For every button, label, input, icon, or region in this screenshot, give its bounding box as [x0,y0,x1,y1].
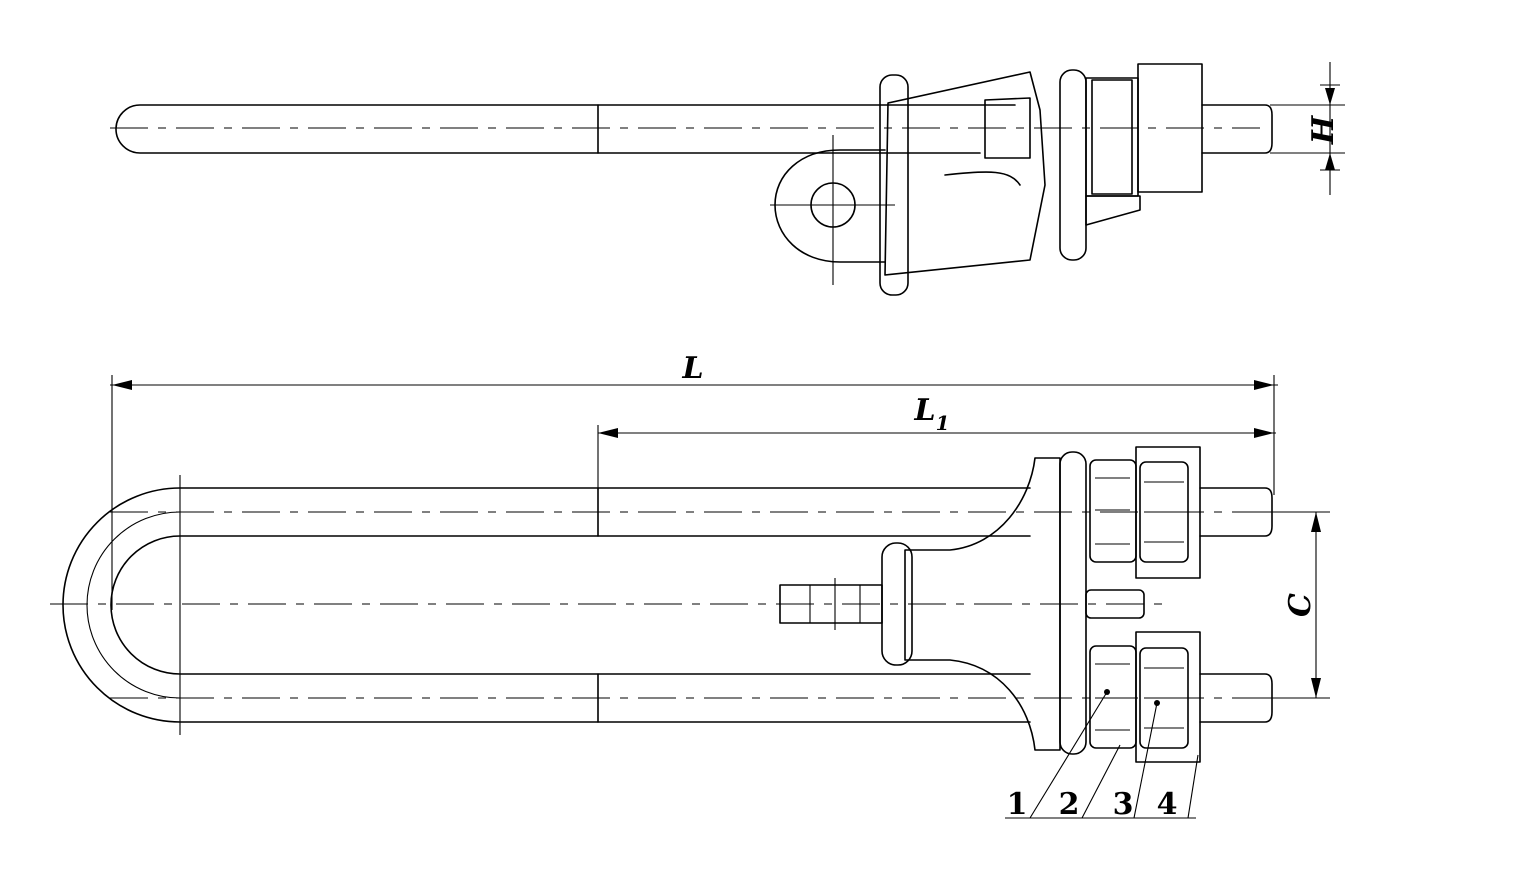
part-label-4: 4 [1157,787,1178,822]
dimension-label-l1: L1 [913,393,949,435]
plan-view: L L1 [50,351,1330,822]
dimension-label-h: H [1306,114,1341,145]
side-view: H [110,62,1345,296]
part-label-1: 1 [1007,787,1028,822]
dimension-label-l: L [681,351,703,386]
part-label-2: 2 [1059,787,1080,822]
dimension-label-c: C [1283,593,1318,617]
part-label-3: 3 [1113,787,1134,822]
